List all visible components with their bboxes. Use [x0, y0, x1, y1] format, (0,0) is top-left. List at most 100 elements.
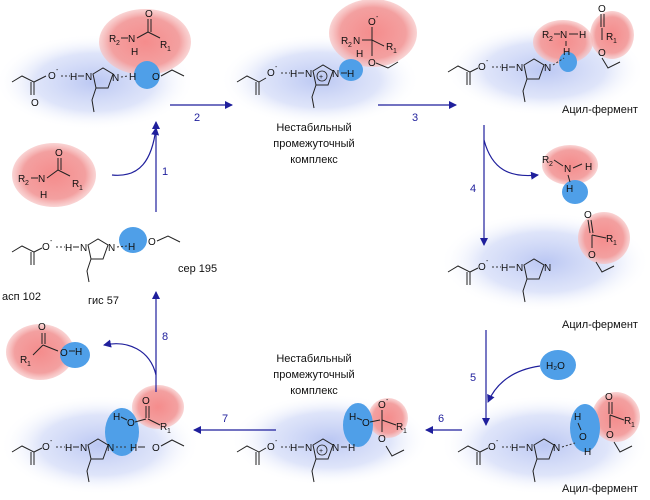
- svg-text:1: 1: [27, 361, 31, 368]
- svg-text:N: N: [516, 63, 523, 74]
- svg-text:O: O: [362, 418, 370, 429]
- svg-text:2: 2: [549, 36, 553, 43]
- svg-text:-: -: [56, 67, 59, 74]
- svg-text:H: H: [290, 69, 297, 80]
- svg-text:O: O: [478, 62, 486, 73]
- svg-text:H: H: [579, 30, 586, 41]
- svg-text:H: H: [501, 263, 508, 274]
- label-ser-195: сер 195: [178, 263, 217, 275]
- svg-text:R: R: [542, 30, 549, 41]
- svg-text:H: H: [65, 243, 72, 254]
- svg-text:-: -: [386, 397, 389, 404]
- svg-text:H: H: [65, 443, 72, 454]
- svg-text:H: H: [349, 412, 356, 423]
- step-label-4: 4: [470, 183, 476, 195]
- svg-text:N: N: [108, 243, 115, 254]
- svg-text:N: N: [305, 443, 312, 454]
- svg-text:+: +: [319, 448, 323, 455]
- svg-text:Нестабильный: Нестабильный: [276, 353, 351, 365]
- svg-text:N: N: [85, 72, 92, 83]
- svg-text:H: H: [131, 47, 138, 58]
- label-acyl-enzyme-top: Ацил-фермент: [562, 104, 638, 116]
- released-amine-blue-blob: [562, 180, 588, 204]
- released-amine-red-blob: [542, 145, 598, 185]
- svg-text:H: H: [585, 162, 592, 173]
- substrate-blob-left: [12, 143, 96, 207]
- svg-text:1: 1: [613, 240, 617, 247]
- svg-text:H: H: [584, 447, 591, 458]
- svg-text:R: R: [341, 36, 348, 47]
- svg-text:комплекс: комплекс: [290, 154, 338, 166]
- svg-text:O: O: [588, 250, 596, 261]
- acid-blob-bottom-left: [132, 385, 184, 429]
- oh-blob-bottom-middle: [343, 403, 373, 447]
- molecule-free-enzyme-triad: O- H N N H O: [11, 235, 181, 283]
- arrow-step-8-branch: [103, 339, 157, 376]
- svg-text:N: N: [332, 69, 339, 80]
- water-blob: [540, 350, 576, 380]
- svg-text:N: N: [353, 36, 360, 47]
- svg-text:N: N: [553, 443, 560, 454]
- svg-text:O: O: [605, 392, 613, 403]
- label-unstable-complex-top: Нестабильный промежуточный комплекс: [273, 122, 354, 166]
- svg-text:O: O: [142, 396, 150, 407]
- svg-text:-: -: [486, 258, 489, 265]
- svg-text:O: O: [267, 68, 275, 79]
- svg-text:промежуточный: промежуточный: [273, 369, 354, 381]
- svg-text:N: N: [80, 443, 87, 454]
- svg-text:N: N: [332, 443, 339, 454]
- water-blob-bottom-right: [570, 404, 600, 452]
- svg-text:комплекс: комплекс: [290, 385, 338, 397]
- svg-text:промежуточный: промежуточный: [273, 138, 354, 150]
- svg-text:H: H: [348, 443, 355, 454]
- svg-text:2: 2: [348, 42, 352, 49]
- svg-text:N: N: [107, 443, 114, 454]
- svg-text:1: 1: [393, 48, 397, 55]
- svg-text:1: 1: [403, 428, 407, 435]
- svg-text:O: O: [598, 4, 606, 15]
- step-label-5: 5: [470, 372, 476, 384]
- svg-text:N: N: [305, 69, 312, 80]
- svg-text:R: R: [396, 422, 403, 433]
- svg-text:O: O: [598, 48, 606, 59]
- svg-text:H: H: [130, 443, 137, 454]
- svg-text:H: H: [511, 443, 518, 454]
- svg-text:-: -: [376, 14, 379, 21]
- svg-text:N: N: [38, 174, 45, 185]
- substrate-blob-top-left: [99, 9, 191, 75]
- svg-text:R: R: [606, 32, 613, 43]
- svg-text:R: R: [160, 422, 167, 433]
- svg-text:1: 1: [631, 422, 635, 429]
- svg-text:2: 2: [116, 40, 120, 47]
- svg-text:1: 1: [167, 428, 171, 435]
- arrow-step-5-branch: [487, 365, 541, 403]
- svg-text:R: R: [386, 42, 393, 53]
- svg-text:1: 1: [613, 38, 617, 45]
- svg-text:R: R: [109, 34, 116, 45]
- svg-text:-: -: [275, 64, 278, 71]
- label-his-57: гис 57: [88, 295, 119, 307]
- svg-text:O: O: [42, 442, 50, 453]
- svg-text:N: N: [544, 263, 551, 274]
- substrate-blob-top-middle: [329, 0, 417, 67]
- svg-text:R: R: [542, 155, 549, 166]
- svg-text:R: R: [20, 355, 27, 366]
- svg-text:-: -: [50, 238, 53, 245]
- svg-text:R: R: [624, 416, 631, 427]
- step-label-2: 2: [194, 112, 200, 124]
- svg-text:1: 1: [79, 185, 83, 192]
- svg-text:O: O: [38, 322, 46, 333]
- label-unstable-complex-bottom: Нестабильный промежуточный комплекс: [273, 353, 354, 397]
- svg-text:H: H: [129, 72, 136, 83]
- step-label-1: 1: [162, 166, 168, 178]
- svg-text:R: R: [606, 234, 613, 245]
